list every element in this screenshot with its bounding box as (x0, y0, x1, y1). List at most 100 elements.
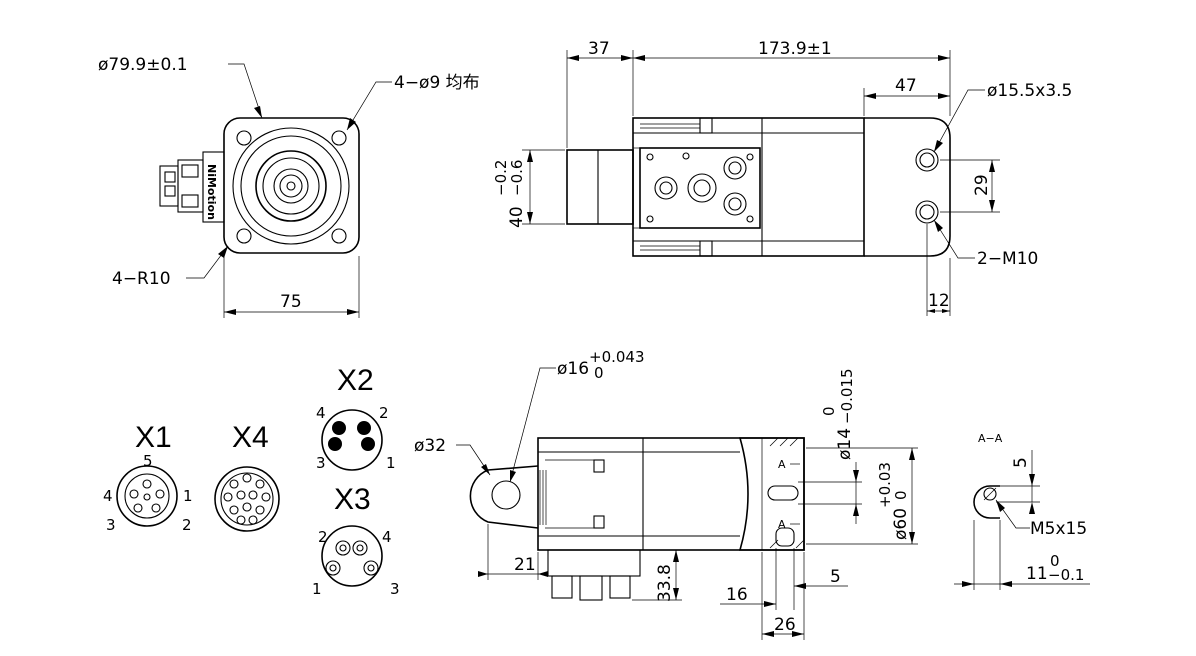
connector-detail (181, 194, 199, 208)
hatch (983, 487, 997, 501)
arrowhead (347, 118, 356, 130)
flange-outline (223, 117, 360, 254)
hatch (795, 539, 805, 549)
corner-hole (331, 228, 347, 244)
shaft (279, 174, 303, 198)
dim-47-label: 47 (895, 76, 917, 96)
end-cap-hatching (769, 437, 805, 549)
x2-pin-label: 2 (379, 404, 389, 422)
x4-pin (236, 515, 246, 525)
x3-pin-core (329, 564, 337, 572)
arrowhead (989, 160, 995, 172)
ground-mark (682, 152, 690, 160)
x2-label: X2 (337, 364, 374, 397)
fin-cap (593, 515, 605, 529)
arrowhead (853, 470, 859, 482)
arrowhead (962, 581, 974, 587)
port-x3-inner (728, 197, 742, 211)
port-x2 (723, 156, 747, 180)
corner-hole (331, 130, 347, 146)
shaft-tol-upper: +0.043 (589, 348, 645, 366)
x3-pin (352, 540, 368, 556)
x4-pin (236, 490, 246, 500)
counterbore-hole-inner (919, 152, 935, 168)
hatch (779, 437, 789, 447)
section-marker-bottom: A (778, 518, 786, 531)
bottom-connector (579, 575, 603, 601)
connector-panel (639, 147, 761, 229)
arrowhead (764, 601, 776, 607)
arrowhead (909, 448, 915, 460)
arrowhead (927, 309, 935, 313)
x1-pin (142, 479, 152, 489)
shaft-center (286, 181, 296, 191)
arrowhead (909, 532, 915, 544)
x3-pin-label: 1 (312, 580, 322, 598)
arrowhead (938, 93, 950, 99)
height-tol-upper: −0.2 (492, 160, 510, 196)
arrowhead (347, 309, 359, 315)
section-view: A−A 5 M5x15 11 0 −0.1 (954, 432, 1090, 590)
port-x3 (723, 192, 747, 216)
arrowhead (1029, 502, 1035, 514)
eye-hole (491, 480, 521, 510)
x1-label: X1 (135, 421, 172, 454)
bottom-connector (551, 575, 573, 599)
x2-pin (328, 437, 342, 451)
arrowhead (538, 571, 548, 577)
x1-pin-label: 3 (106, 516, 116, 534)
bore-leader (228, 63, 263, 119)
bottom-body (537, 437, 805, 551)
hatch (769, 539, 779, 549)
pilot-ring (255, 150, 327, 222)
thread-hole (915, 200, 939, 224)
x1-inner (124, 473, 170, 519)
x2-pin (357, 421, 371, 435)
dim-173-label: 173.9±1 (758, 39, 832, 59)
x2-pin (361, 437, 375, 451)
dia60-tol-upper: +0.03 (876, 462, 894, 508)
x1-pin-label: 2 (182, 516, 192, 534)
eye-outline (469, 465, 539, 529)
x4-pin (261, 492, 271, 502)
x4-pin (242, 502, 252, 512)
arrowhead (853, 504, 859, 516)
shaft-outer (273, 168, 309, 204)
x2-pin-label: 1 (386, 454, 396, 472)
dim-29-label: 29 (972, 174, 992, 196)
arrowhead (633, 55, 645, 61)
x4-pin (229, 505, 239, 515)
shaft14-tol-upper: 0 (820, 406, 838, 416)
dim-33-label: 33.8 (655, 564, 675, 602)
section-title: A−A (978, 432, 1003, 445)
tap-leader (995, 499, 1030, 529)
radius-leader (186, 245, 229, 279)
dia60-tol-lower: 0 (892, 490, 910, 500)
arrowhead (481, 464, 490, 475)
x4-pin (229, 479, 239, 489)
arrowhead (934, 220, 943, 232)
shaft-tol-lower: 0 (594, 364, 604, 382)
x3-pin (335, 540, 351, 556)
width-dim-label: 75 (280, 292, 302, 312)
port-x4 (687, 173, 717, 203)
arrowhead (864, 93, 876, 99)
arrowhead (510, 470, 516, 482)
pilot-inner (262, 157, 320, 215)
x4-pin (248, 515, 258, 525)
x4-pin (255, 505, 265, 515)
counterbore-leader (933, 89, 985, 153)
slot (767, 485, 799, 501)
arrowhead (567, 55, 579, 61)
radius-dim-label: 4−R10 (112, 269, 171, 289)
connector-detail (164, 171, 176, 183)
connector-detail (181, 164, 199, 178)
eye-leader (456, 444, 491, 476)
port-x4-inner (693, 179, 711, 197)
x4-label: X4 (232, 421, 269, 454)
x1-pin (151, 503, 161, 513)
x3-label: X3 (334, 483, 371, 516)
thread-hole-inner (919, 204, 935, 220)
front-view: NiMotion ø79.9±0.1 4−ø9 均布 4−R10 75 (98, 55, 480, 318)
